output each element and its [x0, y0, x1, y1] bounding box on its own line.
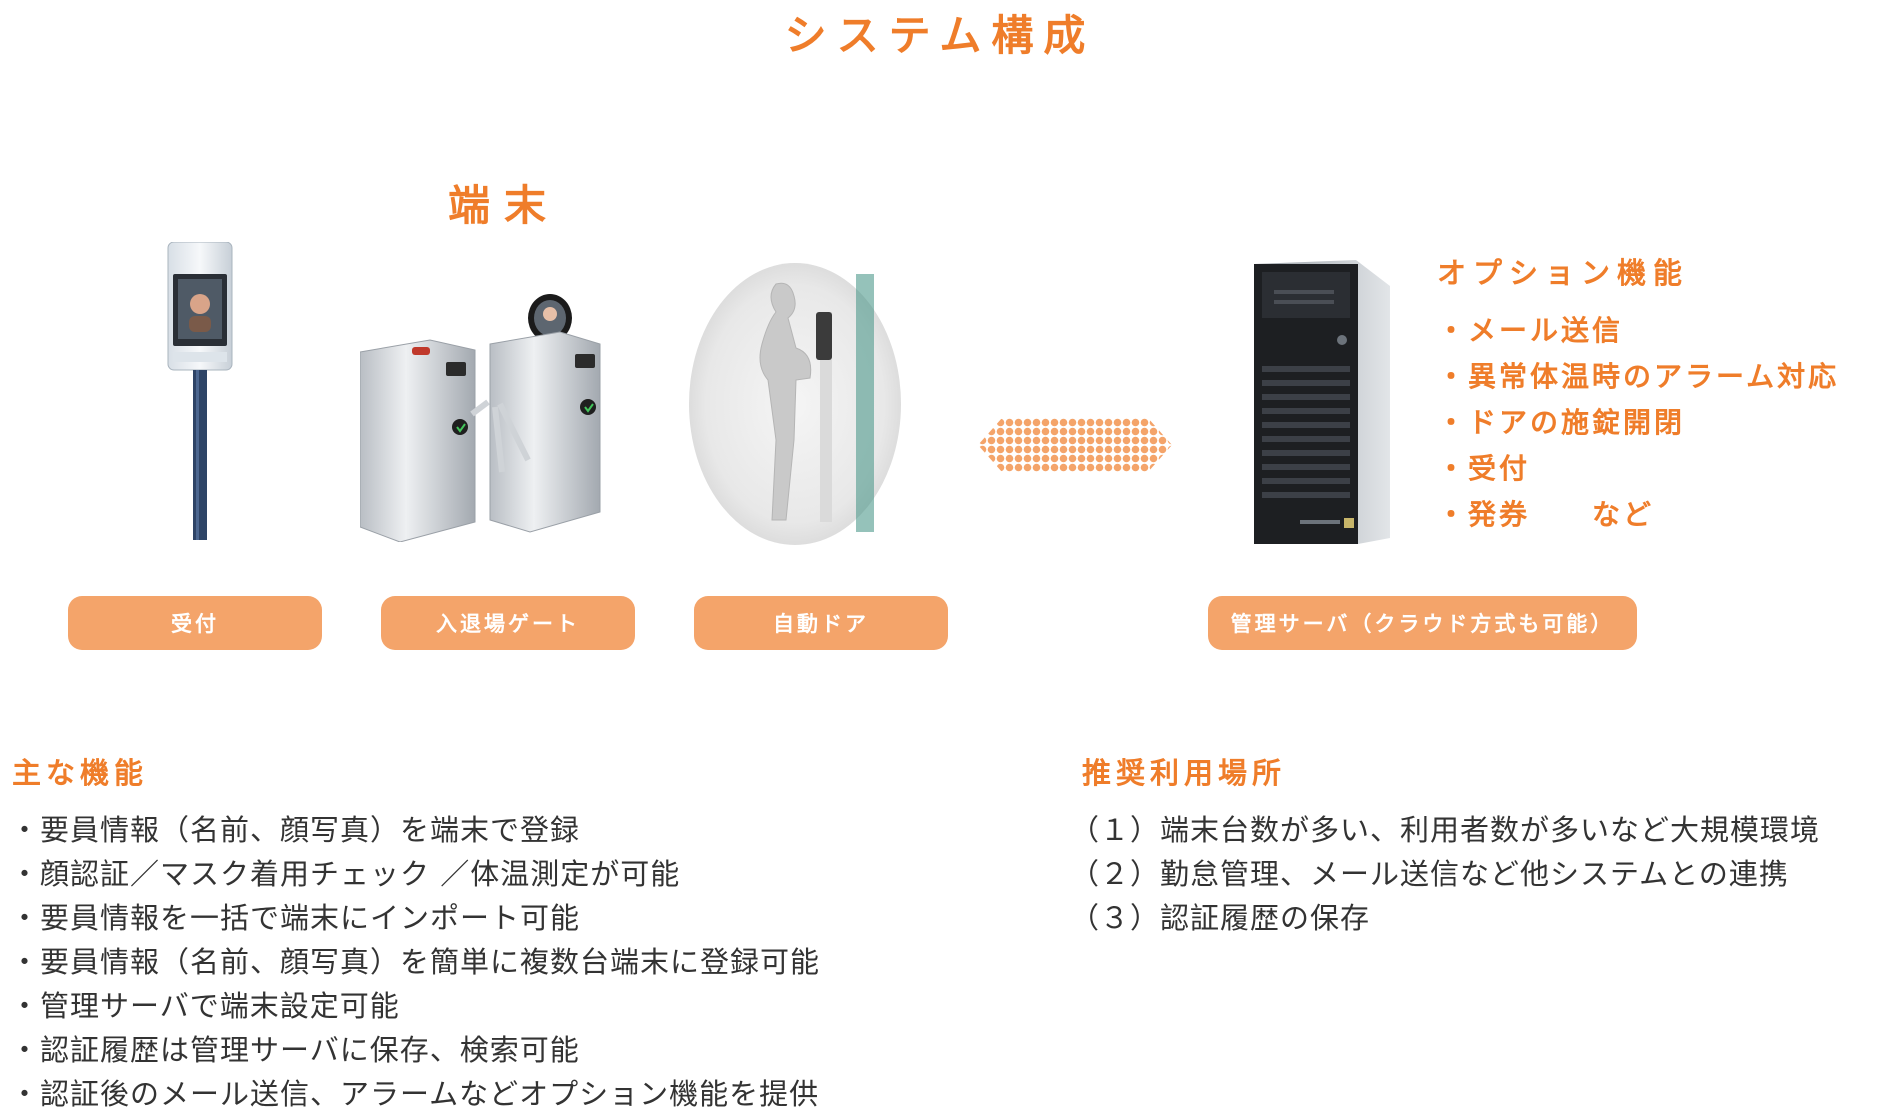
place-item: （１）端末台数が多い、利用者数が多いなど大規模環境 [1070, 813, 1821, 847]
feature-item: ・認証後のメール送信、アラームなどオプション機能を提供 [10, 1077, 820, 1111]
terminal-heading: 端末 [448, 181, 561, 230]
option-item: ・ドアの施錠開閉 [1437, 406, 1686, 439]
option-item: ・メール送信 [1437, 314, 1624, 347]
feature-item: ・要員情報（名前、顔写真）を簡単に複数台端末に登録可能 [10, 945, 821, 979]
features-list: ・要員情報（名前、顔写真）を端末で登録 ・顔認証／マスク着用チェック ／体温測定… [10, 808, 820, 1116]
place-item: （２）勤怠管理、メール送信など他システムとの連携 [1070, 857, 1789, 891]
places-title: 推奨利用場所 [1082, 756, 1287, 790]
option-item: ・受付 [1437, 452, 1531, 485]
feature-item: ・要員情報を一括で端末にインポート可能 [10, 901, 581, 935]
feature-item: ・要員情報（名前、顔写真）を端末で登録 [10, 813, 581, 847]
device-label-door: 自動ドア [694, 596, 948, 650]
device-label-gate: 入退場ゲート [381, 596, 635, 650]
option-item: ・発券 など [1437, 498, 1655, 531]
places-list: （１）端末台数が多い、利用者数が多いなど大規模環境 （２）勤怠管理、メール送信な… [1070, 808, 1820, 940]
options-list: ・メール送信 ・異常体温時のアラーム対応 ・ドアの施錠開閉 ・受付 ・発券 など [1437, 308, 1839, 538]
device-label-reception: 受付 [68, 596, 322, 650]
option-item: ・異常体温時のアラーム対応 [1437, 360, 1840, 393]
reception-kiosk-icon [160, 242, 240, 542]
feature-item: ・顔認証／マスク着用チェック ／体温測定が可能 [10, 857, 681, 891]
bidirectional-arrow-icon [978, 418, 1172, 472]
features-title: 主な機能 [12, 756, 149, 790]
automatic-door-icon [688, 262, 902, 546]
page-title: システム構成 [784, 11, 1096, 60]
server-tower-icon [1240, 256, 1400, 546]
feature-item: ・認証履歴は管理サーバに保存、検索可能 [10, 1033, 580, 1067]
feature-item: ・管理サーバで端末設定可能 [10, 989, 400, 1023]
server-label: 管理サーバ（クラウド方式も可能） [1208, 596, 1637, 650]
place-item: （３）認証履歴の保存 [1070, 901, 1371, 935]
options-title: オプション機能 [1437, 256, 1690, 290]
turnstile-gate-icon [360, 292, 610, 542]
